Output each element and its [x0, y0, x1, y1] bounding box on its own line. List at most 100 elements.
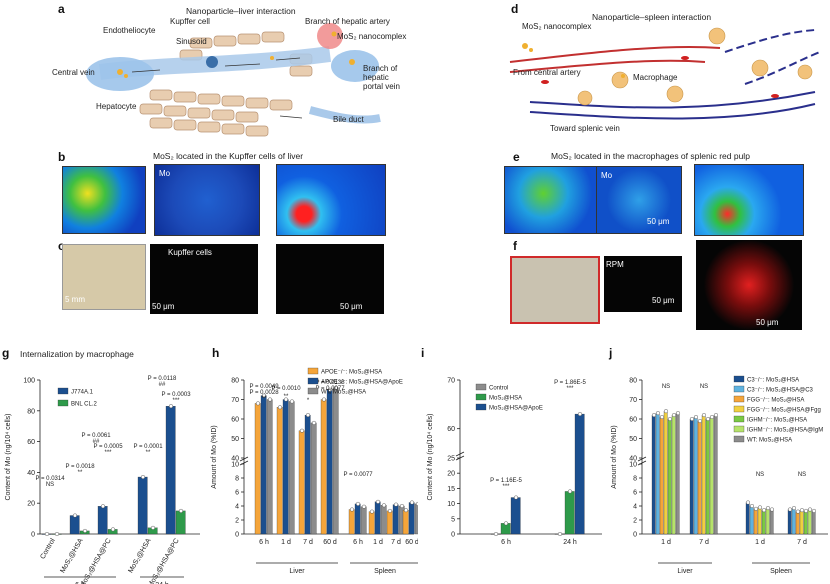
data-point: [393, 502, 398, 507]
bar: [564, 491, 575, 535]
legend-swatch: [733, 395, 745, 403]
data-point: [705, 417, 710, 422]
data-point: [652, 413, 657, 418]
label-central-vein: Central vein: [52, 68, 95, 77]
label-sinusoid: Sinusoid: [176, 37, 207, 46]
annotation: *: [329, 392, 332, 398]
annotation: **: [78, 470, 83, 476]
annotation: ***: [104, 450, 112, 456]
bar: [360, 506, 367, 535]
y-tick-label: 80: [231, 378, 239, 385]
x-tick-label: 7 d: [303, 539, 313, 546]
y-tick-label: 80: [629, 378, 637, 385]
bar: [266, 399, 273, 535]
y-tick-label: 60: [231, 417, 239, 424]
liver-mo-map-detail: [276, 164, 386, 236]
bar: [689, 418, 694, 535]
legend-entry: BNL CL.2: [71, 402, 97, 408]
kupffer-cell-stain: Kupffer cells 50 μm: [150, 244, 258, 314]
bar: [310, 422, 317, 535]
data-point: [387, 508, 392, 513]
y-tick-label: 2: [633, 518, 637, 525]
bar: [414, 503, 418, 535]
x-tick-label: 1 d: [755, 539, 765, 546]
liver-mo-label: Mo: [159, 169, 171, 178]
bar: [408, 502, 415, 535]
bar: [69, 515, 80, 535]
kupffer-cells-label: Kupffer cells: [168, 248, 212, 257]
bar: [761, 510, 766, 535]
y-tick-label: 15: [447, 486, 455, 493]
data-point: [409, 500, 414, 505]
data-point: [701, 413, 706, 418]
data-point: [660, 415, 665, 420]
data-point: [327, 387, 332, 392]
group-label: Liver: [289, 568, 305, 575]
spleen-mo-map-overview: [504, 166, 602, 234]
data-point: [697, 418, 702, 423]
legend-swatch: [57, 399, 69, 407]
data-point: [557, 531, 562, 536]
legend-swatch: [733, 385, 745, 393]
y-tick-label: 50: [231, 436, 239, 443]
data-point: [403, 508, 408, 513]
data-point: [333, 385, 338, 390]
y-tick-label: 10: [231, 462, 239, 469]
data-point: [82, 528, 87, 533]
panel-letter-j: j: [609, 346, 613, 360]
y-tick-label: 20: [447, 471, 455, 478]
scale-50um-c2: 50 μm: [340, 302, 363, 311]
scale-5mm-c: 5 mm: [65, 295, 85, 304]
axis-break: [637, 460, 647, 466]
data-point: [110, 527, 115, 532]
label-mos2-nanocomplex-a: MoS₂ nanocomplex: [337, 32, 407, 41]
legend-swatch: [733, 435, 745, 443]
x-tick-label: 7 d: [797, 539, 807, 546]
data-point: [769, 507, 774, 512]
bar: [757, 507, 762, 535]
bar: [795, 511, 800, 535]
data-point: [493, 531, 498, 536]
annotation: P = 0.0003: [161, 392, 191, 398]
legend-entry: FGG⁻/⁻: MoS₂@HSA: [747, 398, 804, 404]
data-point: [713, 413, 718, 418]
label-mos2-nanocomplex-d: MoS₂ nanocomplex: [522, 22, 592, 31]
y-tick-label: 10: [447, 501, 455, 508]
label-kupffer-cell: Kupffer cell: [170, 17, 210, 26]
data-point: [803, 508, 808, 513]
x-tick-label: 6 h: [259, 539, 269, 546]
scale-50um-f1: 50 μm: [652, 296, 675, 305]
y-tick-label: 4: [235, 504, 239, 511]
annotation: NS: [662, 384, 670, 390]
annotation: P = 0.0138: [315, 380, 345, 386]
legend-swatch: [307, 377, 319, 385]
data-point: [664, 409, 669, 414]
bar: [749, 505, 754, 535]
bar: [701, 414, 706, 535]
y-tick-label: 100: [23, 378, 35, 385]
annotation: P = 0.0028: [249, 390, 279, 396]
data-point: [361, 504, 366, 509]
bar: [348, 509, 355, 535]
x-tick-label: MoS₂@HSA: [59, 537, 85, 574]
y-tick-label: 70: [629, 397, 637, 404]
x-tick-label: 1 d: [661, 539, 671, 546]
data-point: [503, 521, 508, 526]
data-point: [399, 503, 404, 508]
y-tick-label: 10: [629, 462, 637, 469]
label-bile-duct: Bile duct: [333, 115, 364, 124]
bar: [260, 395, 267, 535]
bar: [675, 413, 680, 535]
bar: [655, 413, 660, 535]
bar: [97, 506, 108, 535]
bar: [811, 510, 816, 535]
panel-e-title: MoS₂ located in the macrophages of splen…: [551, 151, 750, 161]
data-point: [311, 420, 316, 425]
label-splenic-vein: Toward splenic vein: [550, 124, 620, 133]
legend-entry: Control: [489, 386, 508, 392]
scale-50um-e: 50 μm: [647, 217, 670, 226]
annotation: ***: [172, 398, 180, 404]
label-macrophage: Macrophage: [633, 73, 678, 82]
data-point: [799, 508, 804, 513]
x-tick-label: 24 h: [563, 539, 577, 546]
